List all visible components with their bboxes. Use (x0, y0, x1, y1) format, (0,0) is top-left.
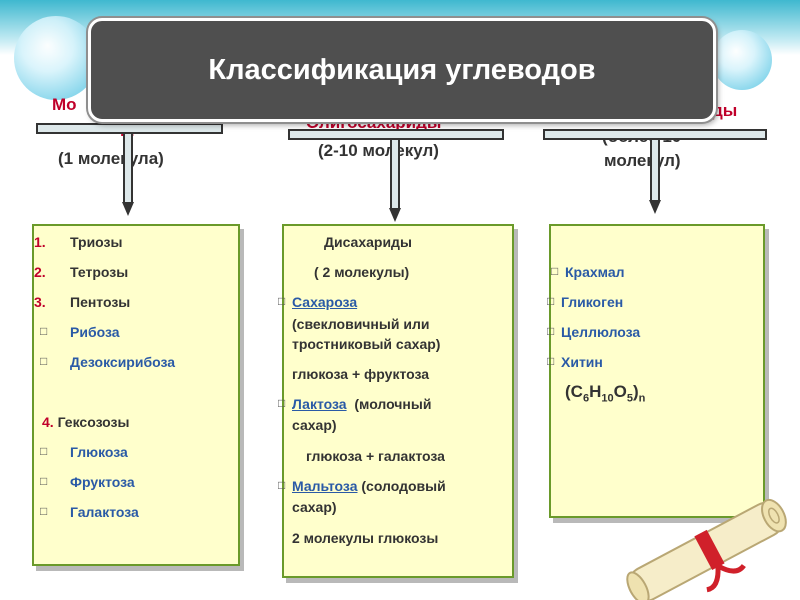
mono-marker-1: 1. (34, 234, 46, 250)
scroll-icon (626, 498, 787, 600)
poly-item-1: Крахмал (565, 264, 625, 280)
mono-item-9: Галактоза (70, 504, 139, 520)
maltose-composition: 2 молекулы глюкозы (292, 530, 439, 546)
poly-item-2: Гликоген (561, 294, 624, 310)
poly-panel: □ Крахмал □ Гликоген □ Целлюлоза □ Хитин… (547, 224, 765, 518)
mono-item-1: Триозы (70, 234, 123, 250)
bullet-icon: □ (547, 354, 555, 368)
poly-head-partial: ды (712, 101, 738, 120)
bullet-icon: □ (40, 354, 48, 368)
oligo-subhead: Дисахариды (324, 234, 412, 250)
polysaccharide-formula: (C6H10O5)n (565, 382, 646, 405)
sucrose-composition: глюкоза + фруктоза (292, 366, 430, 382)
bullet-icon: □ (40, 444, 48, 458)
oligo-count: (2-10 молекул) (318, 141, 439, 160)
maltose-desc-2: сахар) (292, 499, 337, 515)
mono-connector-stem (123, 134, 133, 202)
sucrose-desc-1: (свекловичный или (292, 316, 430, 332)
maltose-label: Мальтоза (292, 478, 358, 494)
sucrose-label: Сахароза (292, 294, 358, 310)
lactose-desc-2: сахар) (292, 417, 337, 433)
poly-item-3: Целлюлоза (561, 324, 641, 340)
mono-item-4: Рибоза (70, 324, 120, 340)
sucrose-desc-2: тростниковый сахар) (292, 336, 441, 352)
lactose-label: Лактоза (292, 396, 347, 412)
poly-connector-bar (543, 129, 767, 140)
poly-connector-stem (650, 140, 660, 200)
oligo-subcount: ( 2 молекулы) (314, 264, 410, 280)
bullet-icon: □ (278, 396, 286, 410)
mono-marker-2: 2. (34, 264, 46, 280)
oligo-panel: Дисахариды ( 2 молекулы) □ Сахароза (све… (278, 224, 514, 578)
bullet-icon: □ (551, 264, 559, 278)
poly-item-4: Хитин (561, 354, 603, 370)
oligo-connector-arrow (389, 208, 401, 222)
lactose-desc-1: (молочный (354, 396, 432, 412)
mono-item-8: Фруктоза (70, 474, 135, 490)
bullet-icon: □ (278, 294, 286, 308)
bullet-icon: □ (278, 478, 286, 492)
mono-connector-arrow (122, 202, 134, 216)
bullet-icon: □ (547, 324, 555, 338)
bullet-icon: □ (40, 324, 48, 338)
mono-item-6: Гексозозы (57, 414, 130, 430)
bullet-icon: □ (40, 504, 48, 518)
mono-item-3: Пентозы (70, 294, 131, 310)
mono-item-2: Тетрозы (70, 264, 129, 280)
mono-count: (1 молекула) (58, 149, 164, 168)
mono-item-7: Глюкоза (70, 444, 128, 460)
oligo-connector-stem (390, 140, 400, 208)
maltose-desc-1: (солодовый (361, 478, 446, 494)
mono-marker-3: 3. (34, 294, 46, 310)
oligo-connector-bar (288, 129, 504, 140)
mono-marker-4: 4. (42, 414, 54, 430)
poly-count-2: молекул) (604, 151, 681, 170)
mono-head-partial: Мо (52, 95, 77, 114)
mono-panel: 1. Триозы 2. Тетрозы 3. Пентозы □ Рибоза… (32, 224, 240, 566)
decor-bubble-right (712, 30, 772, 90)
mono-item-5: Дезоксирибоза (70, 354, 176, 370)
decor-bubble-left (14, 16, 98, 100)
bullet-icon: □ (40, 474, 48, 488)
mono-connector-bar (36, 123, 223, 134)
slide-title: Классификация углеводов (88, 18, 716, 122)
lactose-composition: глюкоза + галактоза (306, 448, 445, 464)
poly-connector-arrow (649, 200, 661, 214)
bullet-icon: □ (547, 294, 555, 308)
